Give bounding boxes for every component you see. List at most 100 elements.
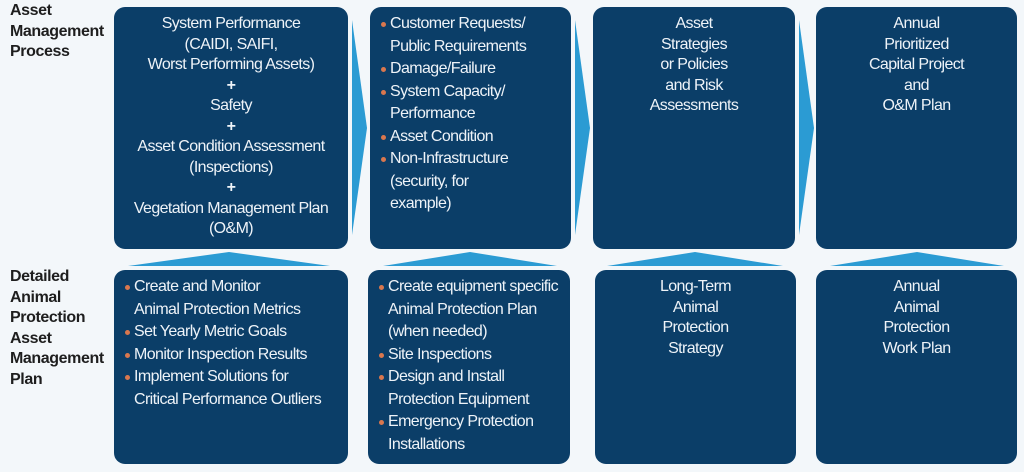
- box-equipment-list: Create equipment specific Animal Protect…: [368, 270, 570, 464]
- row-label-line: Plan: [10, 370, 43, 388]
- item-line: Create and Monitor: [134, 278, 261, 295]
- box-line: (Inspections): [189, 158, 273, 176]
- bullet-icon: [381, 89, 386, 95]
- plus-separator: +: [226, 179, 236, 196]
- item-line: Emergency Protection: [388, 413, 534, 430]
- bullet-icon: [379, 285, 384, 290]
- box-line: Animal: [672, 298, 719, 316]
- box-system-performance-inputs: System Performance (CAIDI, SAIFI, Worst …: [114, 7, 348, 249]
- item-line: (when needed): [388, 323, 488, 340]
- box-asset-strategies: Asset Strategies or Policies and Risk As…: [593, 7, 795, 249]
- right-arrow-icon: [575, 20, 590, 235]
- box-drivers-list: Customer Requests/ Public Requirements D…: [370, 7, 571, 249]
- up-arrow-icon: [830, 252, 1004, 266]
- box-line: Worst Performing Assets): [147, 56, 315, 73]
- item-line: Site Inspections: [388, 345, 492, 363]
- item-line: Non-Infrastructure: [390, 150, 509, 167]
- item-line: Public Requirements: [390, 37, 527, 55]
- bullet-icon: [125, 352, 130, 358]
- box-metrics-list: Create and Monitor Animal Protection Met…: [114, 270, 348, 464]
- box-line: Prioritized: [884, 35, 949, 53]
- box-line: and Risk: [665, 76, 723, 94]
- box-line: Protection: [883, 319, 950, 336]
- box-line: or Policies: [660, 56, 728, 73]
- box-annual-work-plan: Annual Animal Protection Work Plan: [816, 270, 1017, 464]
- bullet-icon: [379, 352, 384, 358]
- row-label-line: Animal: [10, 288, 61, 306]
- bullet-icon: [381, 134, 386, 140]
- box-annual-capital-plan: Annual Prioritized Capital Project and O…: [816, 7, 1017, 249]
- bullet-icon: [381, 157, 386, 162]
- list-item: Site Inspections: [368, 344, 570, 367]
- box-line: Work Plan: [882, 339, 951, 357]
- list-item: Emergency Protection Installations: [368, 411, 570, 456]
- list-item: Asset Condition: [370, 126, 571, 149]
- list-item: Damage/Failure: [370, 58, 571, 81]
- up-arrow-icon: [128, 252, 330, 266]
- plus-separator: +: [226, 117, 236, 135]
- box-line: System Performance: [161, 15, 301, 32]
- up-arrow-icon: [607, 252, 783, 266]
- plus-separator: +: [226, 76, 236, 94]
- box-line: Vegetation Management Plan: [133, 199, 329, 217]
- box-line: Animal: [893, 298, 940, 316]
- item-line: example): [390, 195, 452, 212]
- box-long-term-strategy: Long-Term Animal Protection Strategy: [595, 270, 796, 464]
- item-line: Critical Performance Outliers: [134, 390, 322, 408]
- item-line: Protection Equipment: [388, 390, 530, 408]
- box-line: Asset Condition Assessment: [137, 138, 325, 155]
- row-label-line: Asset: [10, 329, 52, 347]
- row-label-line: Asset: [10, 2, 52, 19]
- item-line: Animal Protection Metrics: [134, 300, 301, 318]
- box-line: O&M Plan: [882, 97, 951, 114]
- bullet-icon: [125, 330, 130, 335]
- row-label-line: Management: [10, 22, 104, 40]
- box-line: Capital Project: [868, 56, 965, 73]
- bullet-icon: [381, 67, 386, 72]
- list-item: Create and Monitor Animal Protection Met…: [114, 276, 348, 321]
- list-item: Non-Infrastructure (security, for exampl…: [370, 148, 571, 216]
- box-line: Annual: [893, 278, 940, 295]
- box-line: (CAIDI, SAIFI,: [184, 35, 279, 53]
- right-arrow-icon: [799, 20, 814, 235]
- item-line: Damage/Failure: [390, 60, 496, 77]
- bullet-icon: [125, 375, 130, 380]
- list-item: Monitor Inspection Results: [114, 344, 348, 367]
- box-line: Assessments: [649, 97, 739, 114]
- list-item: Customer Requests/ Public Requirements: [370, 13, 571, 58]
- box-line: Safety: [210, 97, 252, 114]
- item-line: Create equipment specific: [388, 278, 559, 295]
- item-line: Installations: [388, 435, 465, 453]
- row-label-line: Process: [10, 43, 70, 60]
- item-line: System Capacity/: [390, 82, 505, 100]
- item-line: Customer Requests/: [390, 15, 526, 32]
- row-label-line: Detailed: [10, 268, 70, 285]
- box-line: Strategy: [668, 339, 723, 357]
- box-line: and: [904, 76, 930, 94]
- item-line: Implement Solutions for: [134, 368, 289, 385]
- item-line: Set Yearly Metric Goals: [134, 323, 287, 340]
- list-item: Create equipment specific Animal Protect…: [368, 276, 570, 344]
- list-item: System Capacity/ Performance: [370, 81, 571, 126]
- box-line: Long-Term: [659, 278, 732, 295]
- bullet-icon: [381, 22, 386, 27]
- right-arrow-icon: [352, 20, 367, 235]
- item-line: Performance: [390, 105, 476, 122]
- row-label-line: Management: [10, 350, 104, 367]
- row-label-line: Protection: [10, 309, 86, 326]
- item-line: Animal Protection Plan: [388, 300, 537, 318]
- box-line: Strategies: [660, 35, 728, 53]
- item-line: Asset Condition: [390, 127, 494, 145]
- box-line: Asset: [675, 15, 713, 32]
- list-item: Implement Solutions for Critical Perform…: [114, 366, 348, 411]
- bullet-icon: [379, 420, 384, 425]
- bullet-icon: [125, 285, 130, 290]
- row-label-animal-protection-plan: Detailed Animal Protection Asset Managem…: [10, 267, 104, 390]
- box-line: (O&M): [208, 220, 254, 237]
- item-line: Design and Install: [388, 368, 505, 385]
- list-item: Set Yearly Metric Goals: [114, 321, 348, 344]
- box-line: Annual: [893, 15, 940, 32]
- item-line: (security, for: [390, 172, 469, 190]
- row-label-asset-management-process: Asset Management Process: [10, 1, 104, 63]
